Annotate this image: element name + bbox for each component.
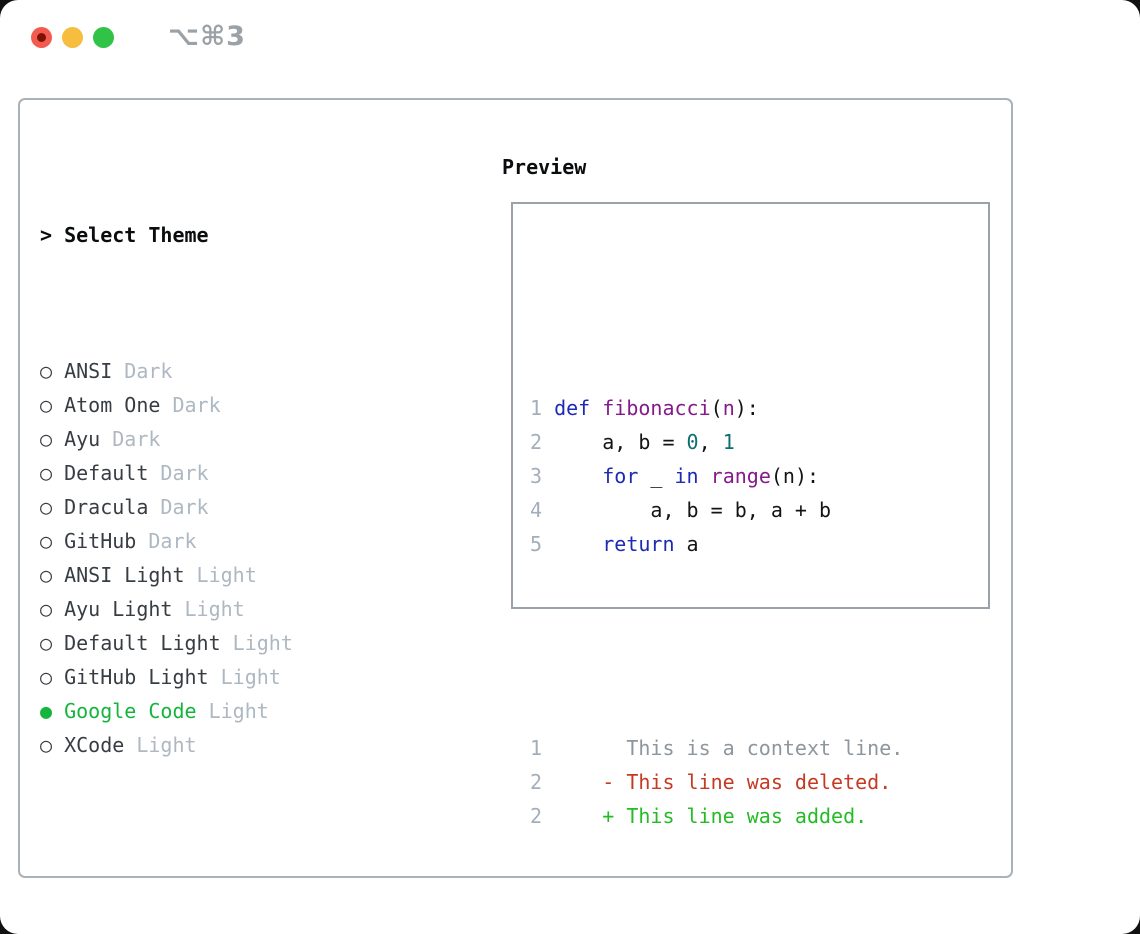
radio-unselected-icon: ○ [40, 359, 65, 383]
theme-picker-panel: > Select Theme ○ ANSI Dark○ Atom One Dar… [18, 98, 1013, 878]
theme-name: Ayu Light [64, 597, 173, 621]
theme-item-ayu[interactable]: ○ Ayu Dark [40, 422, 377, 456]
diff-line: 2 - This line was deleted. [530, 770, 892, 794]
theme-item-ayu-light[interactable]: ○ Ayu Light Light [40, 592, 377, 626]
theme-item-ansi-light[interactable]: ○ ANSI Light Light [40, 558, 377, 592]
code-line: 2 a, b = 0, 1 [530, 430, 735, 454]
radio-unselected-icon: ○ [40, 393, 65, 417]
theme-name: GitHub [64, 529, 137, 553]
spacer [530, 629, 988, 663]
radio-unselected-icon: ○ [40, 461, 65, 485]
theme-item-atom-one[interactable]: ○ Atom One Dark [40, 388, 377, 422]
preview-header: Preview [502, 155, 587, 179]
theme-variant: Dark [112, 359, 173, 383]
theme-variant: Dark [160, 393, 221, 417]
theme-name: Ayu [64, 427, 101, 451]
preview-content: 1 def fibonacci(n): 2 a, b = 0, 1 3 for _ … [513, 204, 988, 918]
theme-variant: Dark [148, 495, 209, 519]
select-theme-header-label: Select Theme [64, 223, 209, 247]
radio-unselected-icon: ○ [40, 427, 65, 451]
cursor-arrow-icon: > [40, 223, 53, 247]
theme-item-google-code[interactable]: ● Google Code Light [40, 694, 377, 728]
diff-line: 2 + This line was added. [530, 804, 868, 828]
theme-list-column: > Select Theme ○ ANSI Dark○ Atom One Dar… [40, 150, 377, 934]
radio-unselected-icon: ○ [40, 631, 65, 655]
zoom-button[interactable] [93, 27, 114, 48]
window-title: ⌥⌘3 [168, 21, 246, 52]
theme-variant: Light [196, 699, 269, 723]
spacer [40, 864, 377, 898]
theme-item-xcode[interactable]: ○ XCode Light [40, 728, 377, 762]
theme-name: Google Code [64, 699, 197, 723]
theme-variant: Light [220, 631, 293, 655]
theme-name: XCode [64, 733, 125, 757]
theme-name: Atom One [64, 393, 161, 417]
theme-name: ANSI Light [64, 563, 185, 587]
theme-variant: Dark [148, 461, 209, 485]
select-theme-header: > Select Theme [40, 218, 377, 252]
code-line: 4 a, b = b, a + b [530, 498, 832, 522]
theme-name: ANSI [64, 359, 113, 383]
traffic-lights [31, 27, 114, 48]
theme-variant: Dark [100, 427, 161, 451]
radio-selected-icon: ● [40, 699, 65, 723]
theme-item-default[interactable]: ○ Default Dark [40, 456, 377, 490]
radio-unselected-icon: ○ [40, 495, 65, 519]
diff-snippet: 1 This is a context line. 2 - This line w… [530, 731, 988, 833]
theme-variant: Dark [136, 529, 197, 553]
theme-item-github[interactable]: ○ GitHub Dark [40, 524, 377, 558]
theme-item-github-light[interactable]: ○ GitHub Light Light [40, 660, 377, 694]
theme-item-ansi[interactable]: ○ ANSI Dark [40, 354, 377, 388]
diff-line: 1 This is a context line. [530, 736, 904, 760]
radio-unselected-icon: ○ [40, 597, 65, 621]
radio-unselected-icon: ○ [40, 733, 65, 757]
theme-variant: Light [208, 665, 281, 689]
code-line: 3 for _ in range(n): [530, 464, 820, 488]
theme-name: Default [64, 461, 149, 485]
theme-variant: Light [124, 733, 197, 757]
theme-item-dracula[interactable]: ○ Dracula Dark [40, 490, 377, 524]
theme-list: ○ ANSI Dark○ Atom One Dark○ Ayu Dark○ De… [40, 354, 377, 762]
radio-unselected-icon: ○ [40, 529, 65, 553]
theme-variant: Light [172, 597, 245, 621]
theme-item-default-light[interactable]: ○ Default Light Light [40, 626, 377, 660]
unsaved-dot-icon [37, 33, 46, 42]
title-bar: ⌥⌘3 [0, 0, 1140, 75]
minimize-button[interactable] [62, 27, 83, 48]
theme-name: GitHub Light [64, 665, 209, 689]
code-snippet: 1 def fibonacci(n): 2 a, b = 0, 1 3 for _ … [530, 391, 988, 561]
preview-box: 1 def fibonacci(n): 2 a, b = 0, 1 3 for _ … [511, 202, 990, 828]
theme-name: Dracula [64, 495, 149, 519]
spacer [530, 289, 988, 323]
radio-unselected-icon: ○ [40, 665, 65, 689]
code-line: 5 return a [530, 532, 699, 556]
theme-variant: Light [184, 563, 257, 587]
close-button[interactable] [31, 27, 52, 48]
code-line: 1 def fibonacci(n): [530, 396, 759, 420]
theme-name: Default Light [64, 631, 221, 655]
radio-unselected-icon: ○ [40, 563, 65, 587]
